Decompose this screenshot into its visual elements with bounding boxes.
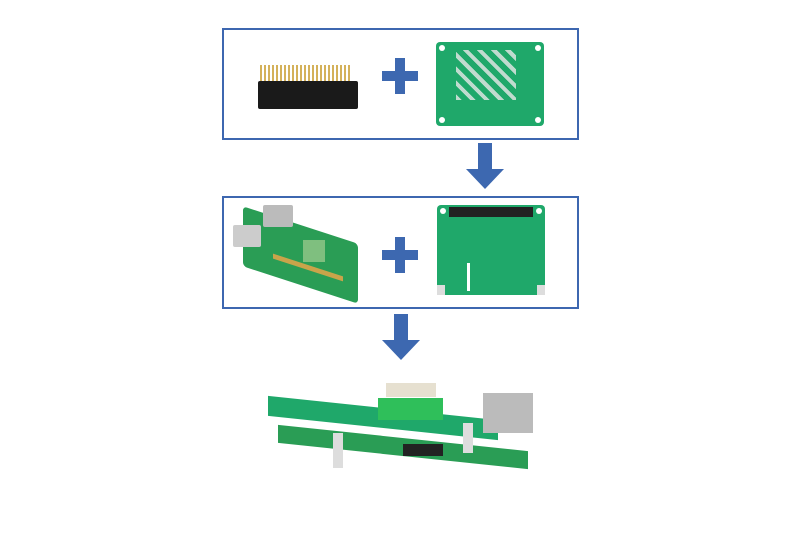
raspberry-pi-image [233, 205, 363, 304]
pin-header-image [258, 65, 358, 111]
assembled-stack-image [268, 378, 540, 480]
hat-board-top-image [436, 42, 544, 126]
plus-icon [382, 58, 418, 94]
step-2-box [222, 196, 579, 309]
hat-board-bottom-image [437, 205, 545, 295]
plus-icon [382, 237, 418, 273]
step-1-box [222, 28, 579, 140]
